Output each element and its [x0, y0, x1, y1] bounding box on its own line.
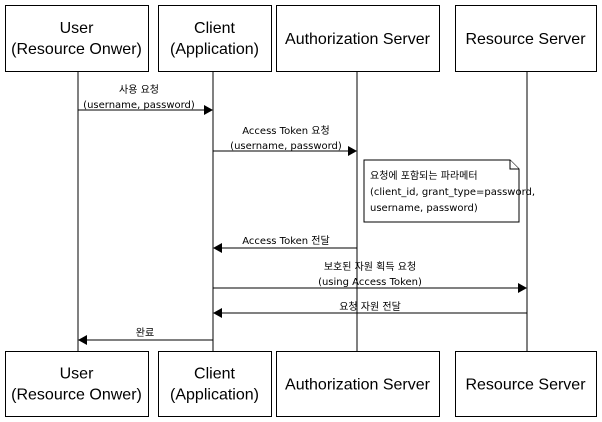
message-0: 사용 요청 (username, password) [78, 84, 213, 115]
participant-box [158, 351, 272, 417]
participant-box [455, 5, 597, 72]
participant-name: Resource Server [465, 31, 586, 48]
participant-box [5, 351, 149, 417]
participant-role: (Application) [170, 41, 259, 58]
participant-top-3: Resource Server [455, 5, 597, 72]
note: 요청에 포함되는 파라메터 (client_id, grant_type=pass… [363, 159, 535, 223]
participant-name: Client [194, 366, 235, 383]
participant-bottom-2: Authorization Server [276, 351, 440, 417]
message-label: (username, password) [230, 141, 342, 152]
message-4: 요청 자원 전달 [213, 301, 527, 318]
message-label: 사용 요청 [119, 84, 159, 96]
message-label: Access Token 요청 [242, 125, 329, 137]
arrowhead [518, 283, 527, 293]
message-3: 보호된 자원 획득 요청 (using Access Token) [213, 261, 527, 293]
message-label: 요청 자원 전달 [339, 301, 401, 313]
participant-name: User [60, 366, 94, 383]
message-1: Access Token 요청 (username, password) [213, 125, 357, 156]
participant-role: (Resource Onwer) [11, 41, 142, 58]
participant-box [455, 351, 597, 417]
participant-name: Resource Server [465, 377, 586, 394]
arrowhead [204, 105, 213, 115]
message-label: Access Token 전달 [242, 235, 329, 247]
participant-name: Authorization Server [285, 31, 431, 48]
message-5: 완료 [78, 327, 213, 345]
participant-bottom-3: Resource Server [455, 351, 597, 417]
participant-name: User [60, 20, 94, 37]
participant-name: Authorization Server [285, 377, 431, 394]
participant-box [276, 5, 440, 72]
note-shape [363, 159, 520, 223]
message-label: (using Access Token) [318, 277, 422, 288]
participant-bottom-1: Client (Application) [158, 351, 272, 417]
participant-box [158, 5, 272, 72]
message-label: 완료 [136, 327, 154, 339]
note-text: (client_id, grant_type=password, [370, 187, 535, 198]
participant-top-1: Client (Application) [158, 5, 272, 72]
participant-name: Client [194, 20, 235, 37]
message-2: Access Token 전달 [213, 235, 357, 253]
arrowhead [78, 335, 87, 345]
message-label: (username, password) [83, 100, 195, 111]
participant-role: (Resource Onwer) [11, 387, 142, 404]
arrowhead [213, 243, 222, 253]
participant-role: (Application) [170, 387, 259, 404]
participant-box [5, 5, 149, 72]
participant-top-2: Authorization Server [276, 5, 440, 72]
note-text: username, password) [370, 203, 478, 214]
participant-bottom-0: User (Resource Onwer) [5, 351, 149, 417]
participant-box [276, 351, 440, 417]
message-label: 보호된 자원 획득 요청 [324, 261, 416, 273]
arrowhead [213, 308, 222, 318]
arrowhead [348, 146, 357, 156]
participant-top-0: User (Resource Onwer) [5, 5, 149, 72]
note-fold [509, 160, 519, 170]
note-text: 요청에 포함되는 파라메터 [370, 170, 478, 182]
